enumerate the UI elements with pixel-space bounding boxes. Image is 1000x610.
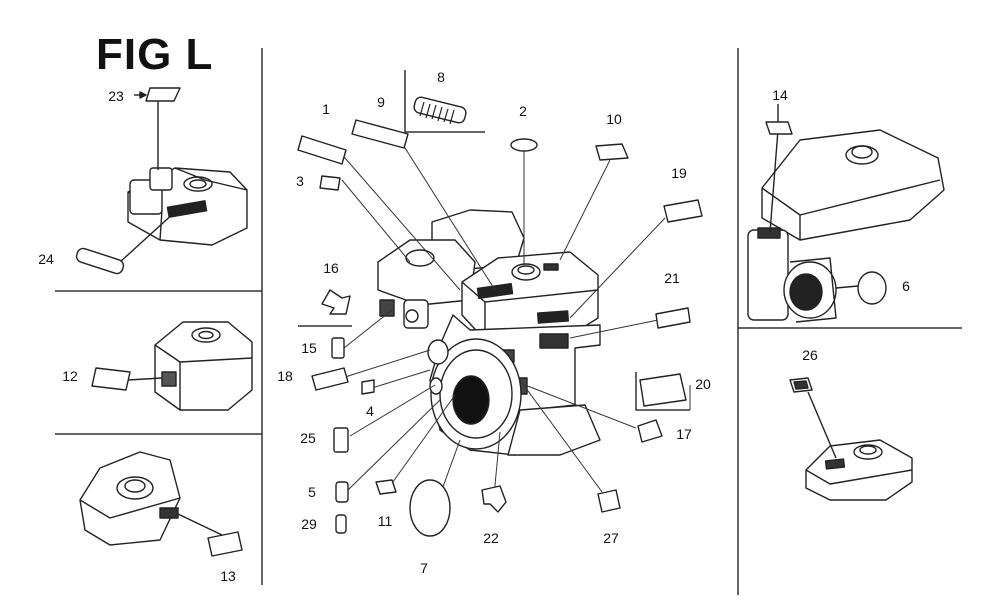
callout-25: 25 (300, 430, 316, 446)
callout-3: 3 (296, 173, 304, 189)
decal-16-arrow (321, 289, 351, 315)
decal-5 (335, 481, 349, 503)
decal-13 (207, 531, 243, 557)
decal-19 (663, 199, 703, 223)
callout-labels: 23 24 12 13 1 9 8 2 10 19 3 16 21 15 18 … (38, 69, 910, 584)
decal-18 (311, 367, 349, 391)
callout-13: 13 (220, 568, 236, 584)
callout-1: 1 (322, 101, 330, 117)
air-cleaner-middle-left (127, 321, 253, 411)
callout-19: 19 (671, 165, 687, 181)
decal-3 (319, 175, 341, 191)
decal-25 (333, 427, 349, 453)
figure-title: FIG L (96, 30, 214, 79)
callout-11: 11 (378, 513, 393, 529)
callout-27: 27 (603, 530, 619, 546)
decal-24 (75, 247, 125, 275)
decal-21 (655, 307, 691, 329)
decal-8 (413, 96, 467, 125)
decal-7 (409, 479, 451, 537)
callout-5: 5 (308, 484, 316, 500)
callout-14: 14 (772, 87, 788, 103)
decal-15 (331, 337, 345, 359)
air-cleaner-bottom-right (805, 391, 913, 501)
callout-4: 4 (366, 403, 374, 419)
callout-16: 16 (323, 260, 339, 276)
decal-9 (351, 119, 409, 149)
callout-12: 12 (62, 368, 78, 384)
callout-6: 6 (902, 278, 910, 294)
air-cleaner-bottom-left (79, 451, 223, 546)
engine-assembly (377, 209, 601, 456)
leader-lines-center (329, 139, 691, 529)
decal-26 (789, 377, 813, 393)
callout-29: 29 (301, 516, 317, 532)
callout-7: 7 (420, 560, 428, 576)
decal-22 (481, 485, 507, 513)
callout-20: 20 (695, 376, 711, 392)
panel-dividers (55, 48, 962, 595)
decal-6 (857, 271, 887, 305)
callout-8: 8 (437, 69, 445, 85)
decal-14 (765, 121, 793, 135)
fuel-tank-top-right (747, 104, 945, 323)
decal-2 (510, 138, 538, 152)
callout-17: 17 (676, 426, 692, 442)
decal-20 (639, 373, 687, 407)
callout-21: 21 (664, 270, 680, 286)
callout-9: 9 (377, 94, 385, 110)
decal-27 (597, 489, 621, 513)
decal-4 (361, 379, 375, 395)
decal-17 (637, 419, 663, 443)
callout-10: 10 (606, 111, 622, 127)
decal-10 (595, 143, 629, 161)
decal-29 (335, 514, 347, 534)
decal-12 (91, 367, 131, 391)
callout-23: 23 (108, 88, 124, 104)
callout-2: 2 (519, 103, 527, 119)
decal-11 (375, 479, 397, 495)
callout-26: 26 (802, 347, 818, 363)
callout-18: 18 (277, 368, 293, 384)
callout-24: 24 (38, 251, 54, 267)
decal-23 (134, 87, 181, 102)
decal-1 (297, 135, 347, 165)
callout-15: 15 (301, 340, 317, 356)
air-cleaner-cover-top-left (119, 96, 248, 263)
callout-22: 22 (483, 530, 499, 546)
